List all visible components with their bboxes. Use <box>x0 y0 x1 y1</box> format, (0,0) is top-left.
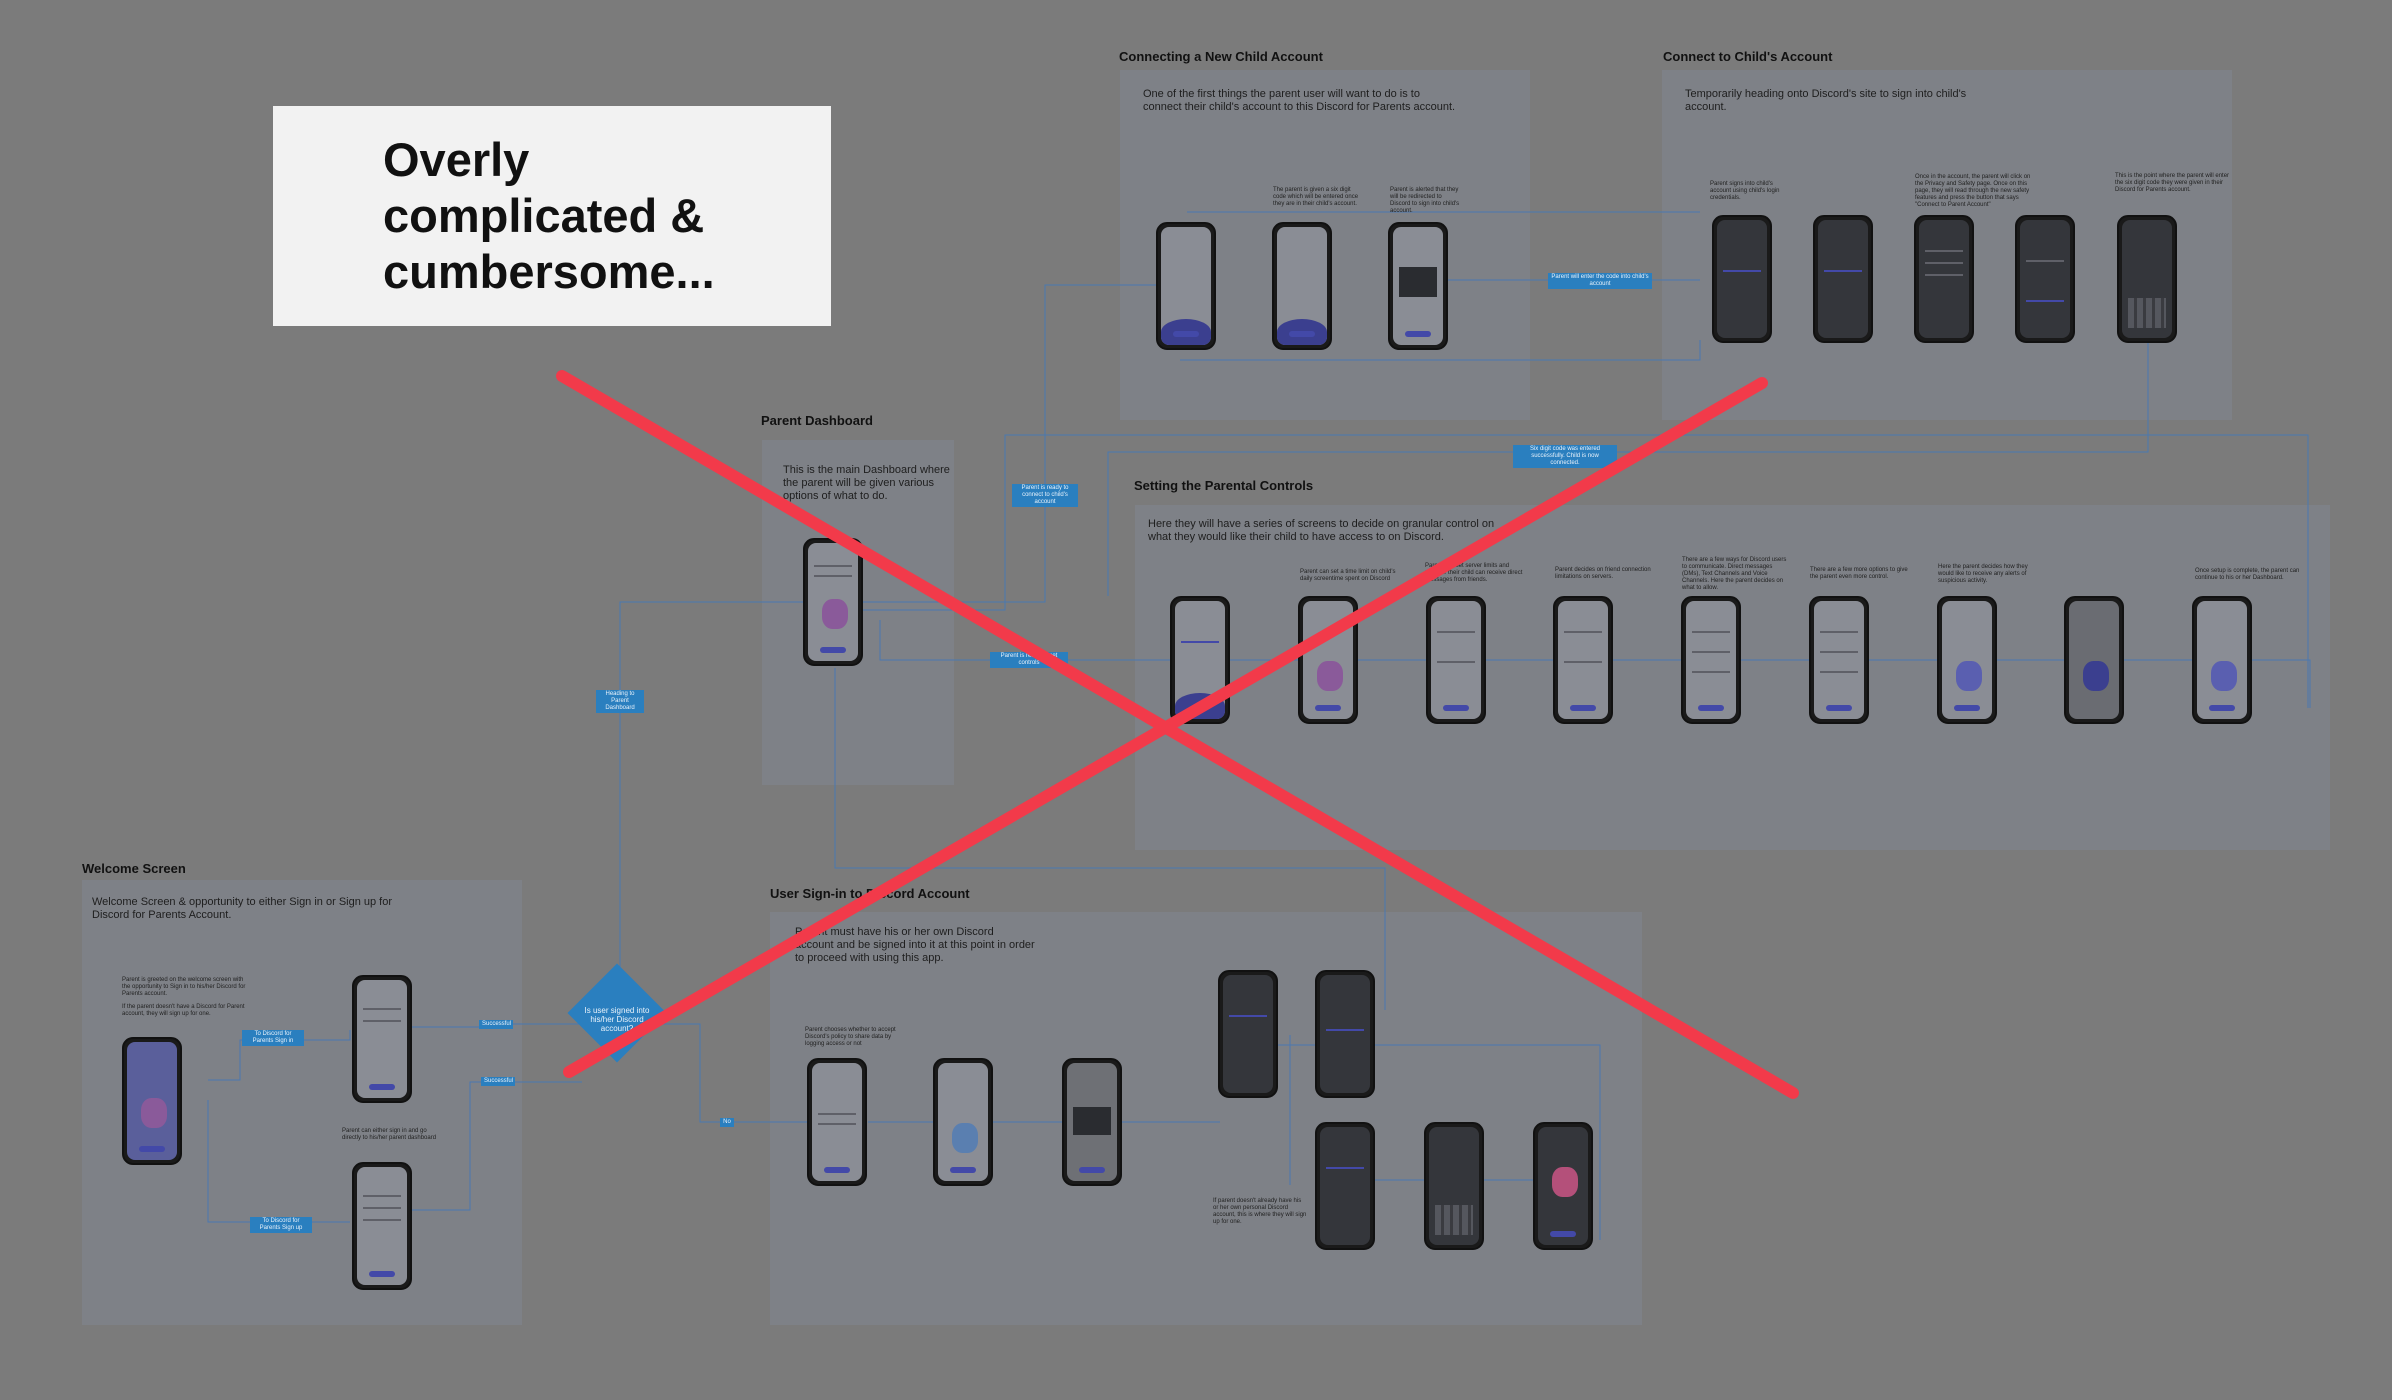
critique-text: Overly complicated & cumbersome... <box>383 132 743 300</box>
critique-banner: Overly complicated & cumbersome... <box>273 106 831 326</box>
red-x-stroke-1 <box>562 376 1793 1093</box>
